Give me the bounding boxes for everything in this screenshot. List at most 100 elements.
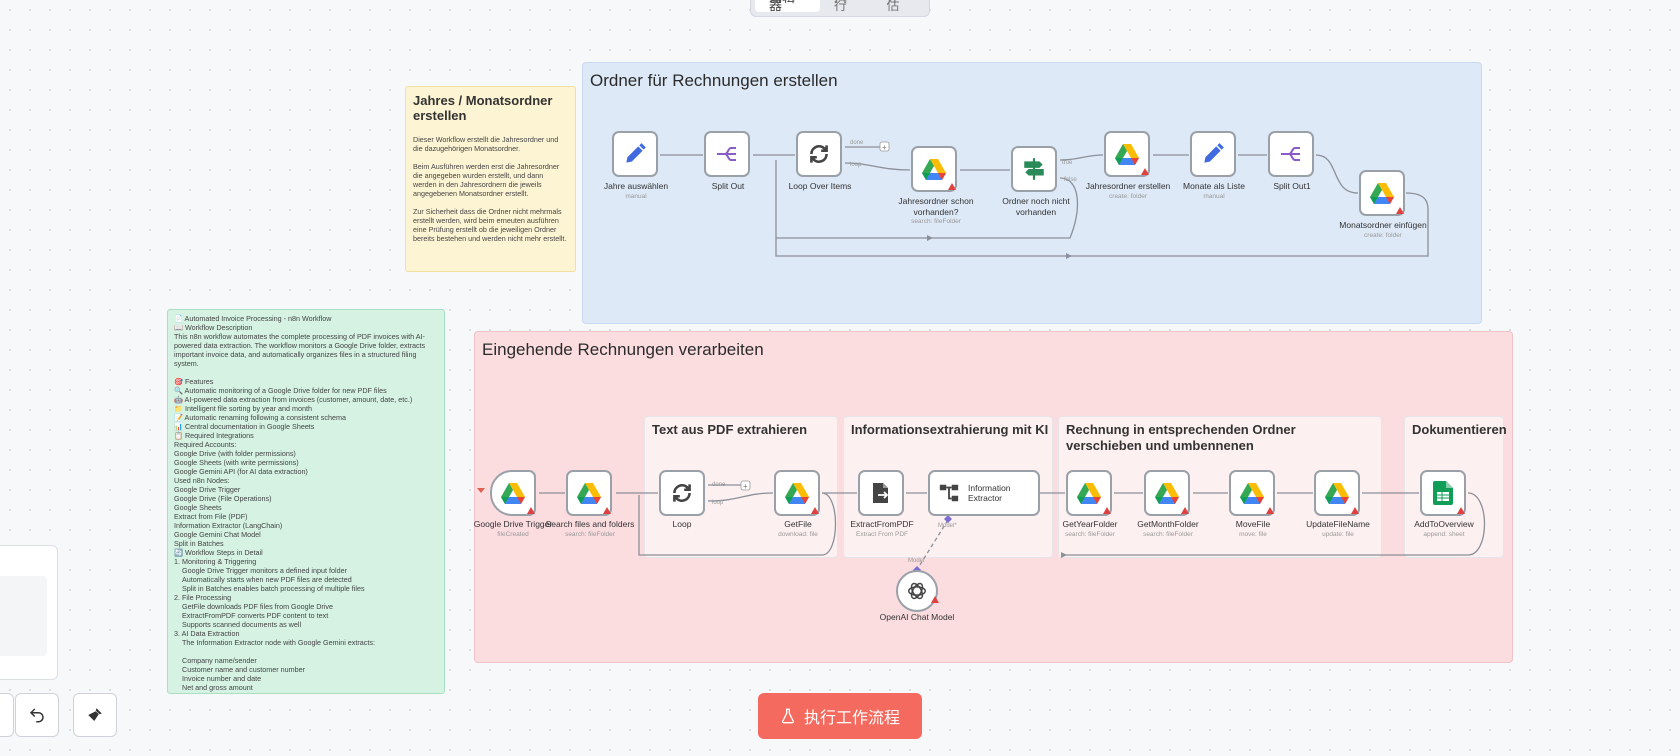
section-create-folders[interactable]: Ordner für Rechnungen erstellen [582, 62, 1482, 324]
warning-icon [1103, 507, 1111, 514]
warning-icon [1141, 168, 1149, 175]
tidy-up-button[interactable] [73, 693, 117, 737]
tab-executions[interactable]: 执行 [833, 0, 847, 12]
node-label: Search files and folders [545, 519, 635, 529]
side-panel[interactable] [0, 545, 58, 680]
note-line: Required Accounts: [174, 440, 237, 449]
node-label: MoveFile [1235, 519, 1271, 529]
note-line: Net and gross amount [174, 683, 253, 692]
note-line: Automatically starts when new PDF files … [174, 575, 352, 584]
edge-label-model: Model [908, 558, 924, 564]
node-label: Jahresordner schon vorhanden? [898, 196, 974, 217]
tree-icon [939, 484, 959, 502]
note-line: Google Drive Trigger monitors a defined … [174, 566, 347, 575]
warning-icon [1457, 507, 1465, 514]
node-label: Split Out [711, 181, 745, 191]
warning-icon [1351, 507, 1359, 514]
node-sublabel: update: file [1322, 531, 1354, 538]
node-sublabel: search: fileFolder [1065, 531, 1115, 538]
note-line: Customer name and customer number [174, 665, 306, 674]
note-paragraph: Zur Sicherheit dass die Ordner nicht meh… [413, 207, 567, 243]
note-line: Google Gemini Chat Model [174, 530, 261, 539]
node-openai-chat-model[interactable] [896, 570, 938, 612]
view-tabs: 编辑器 执行 评估 [750, 0, 930, 17]
node-extract-from-pdf[interactable] [858, 470, 904, 516]
google-drive-icon [1325, 483, 1349, 504]
pencil-icon [626, 143, 646, 163]
node-jahre-auswaehlen[interactable] [612, 131, 658, 177]
note-line: 2. File Processing [174, 593, 232, 602]
note-line: Invoice number and date [174, 674, 262, 683]
edge-label-loop: loop [712, 500, 724, 506]
node-monate-als-liste[interactable] [1190, 131, 1236, 177]
sticky-note-green[interactable]: 📄 Automated Invoice Processing - n8n Wor… [167, 309, 445, 694]
node-move-file[interactable] [1229, 470, 1275, 516]
note-line: 📖 Workflow Description [174, 323, 253, 332]
node-search-files[interactable] [566, 470, 612, 516]
note-line: Split in Batches enables batch processin… [174, 584, 365, 593]
subsection-title: Text aus PDF extrahieren [652, 422, 808, 437]
note-line: 📝 Automatic renaming following a consist… [174, 413, 346, 422]
edge-label-model-star: Model* [938, 523, 957, 529]
split-icon [1281, 147, 1300, 161]
zoom-fit-button[interactable] [0, 693, 14, 737]
note-line: ExtractFromPDF converts PDF content to t… [174, 611, 329, 620]
note-line: Supports scanned documents as well [174, 620, 302, 629]
split-icon [717, 147, 736, 161]
node-label: GetYearFolder [1062, 519, 1118, 529]
tab-editor[interactable]: 编辑器 [755, 0, 820, 12]
edge-label-true: true [1062, 160, 1073, 166]
warning-icon [948, 183, 956, 190]
undo-icon [29, 708, 44, 723]
google-drive-icon [1240, 483, 1264, 504]
warning-icon [811, 507, 819, 514]
note-line: Google Drive Trigger [174, 485, 241, 494]
note-line: Google Drive (File Operations) [174, 494, 272, 503]
node-label: UpdateFileName [1306, 519, 1370, 529]
execute-workflow-label: 执行工作流程 [803, 710, 900, 727]
note-line: Split in Batches [174, 539, 224, 548]
sticky-note-yellow[interactable]: Jahres / Monatsordner erstellen Dieser W… [405, 86, 576, 272]
note-line: The Information Extractor node with Goog… [174, 638, 375, 647]
subsection-title: Dokumentieren [1412, 422, 1507, 437]
subsection-title: Rechnung in entsprechenden Ordner versch… [1066, 422, 1296, 453]
loop-icon [673, 484, 691, 502]
node-ordner-nicht-vorhanden[interactable] [1011, 146, 1057, 192]
note-line: Company name/sender [174, 656, 257, 665]
note-line: 📊 Central documentation in Google Sheets [174, 422, 315, 431]
note-line: Extract from File (PDF) [174, 512, 248, 521]
note-body: 📄 Automated Invoice Processing - n8n Wor… [174, 314, 438, 692]
node-split-out1[interactable] [1268, 131, 1314, 177]
warning-icon [527, 507, 535, 514]
note-line: 📋 Required Integrations [174, 431, 254, 440]
node-label: Loop [672, 519, 692, 529]
section-title: Ordner für Rechnungen erstellen [590, 71, 838, 90]
note-title: Jahres / Monatsordner erstellen [413, 93, 553, 123]
tab-evaluations[interactable]: 评估 [886, 0, 900, 12]
note-line: 3. AI Data Extraction [174, 629, 240, 638]
node-loop-over-items[interactable] [796, 131, 842, 177]
node-information-extractor[interactable]: Information Extractor [928, 470, 1040, 516]
undo-button[interactable] [15, 693, 59, 737]
node-label: Monate als Liste [1183, 181, 1245, 191]
note-paragraph: Dieser Workflow erstellt die Jahresordne… [413, 135, 559, 153]
node-split-out[interactable] [704, 131, 750, 177]
node-sublabel: create: folder [1364, 232, 1402, 239]
node-update-file-name[interactable] [1314, 470, 1360, 516]
loop-icon [810, 145, 828, 163]
node-sublabel: create: folder [1109, 193, 1147, 200]
note-line: 🎯 Features [174, 377, 214, 386]
note-line: Google Drive (with folder permissions) [174, 449, 296, 458]
pencil-icon [1204, 143, 1224, 163]
node-loop[interactable] [659, 470, 705, 516]
node-sublabel: move: file [1239, 531, 1267, 538]
execute-workflow-button[interactable]: 执行工作流程 [758, 693, 922, 739]
google-drive-icon [1115, 144, 1139, 165]
node-sublabel: search: fileFolder [911, 218, 961, 225]
edge-label-done: done [850, 140, 864, 146]
note-line: Google Gemini API (for AI data extractio… [174, 467, 308, 476]
edge-label-done: done [712, 482, 726, 488]
note-line: Used n8n Nodes: [174, 476, 230, 485]
note-line: 🤖 AI-powered data extraction from invoic… [174, 395, 413, 404]
